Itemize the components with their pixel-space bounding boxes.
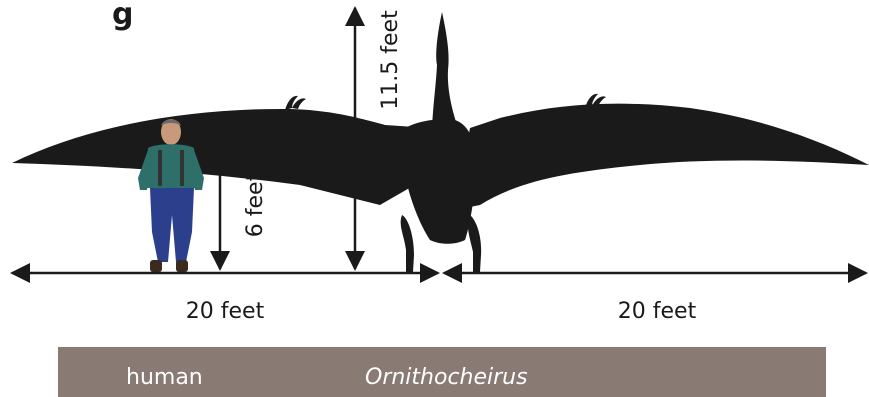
partial-title: g — [112, 0, 133, 32]
right-span-label: 20 feet — [618, 299, 697, 324]
left-span-label: 20 feet — [186, 299, 265, 324]
legend-species-label: Ornithocheirus — [365, 365, 528, 390]
pterosaur-silhouette — [12, 12, 869, 272]
human-height-label: 6 feet — [243, 172, 268, 237]
legend-human-label: human — [126, 365, 203, 390]
pterosaur-height-label: 11.5 feet — [378, 10, 403, 110]
